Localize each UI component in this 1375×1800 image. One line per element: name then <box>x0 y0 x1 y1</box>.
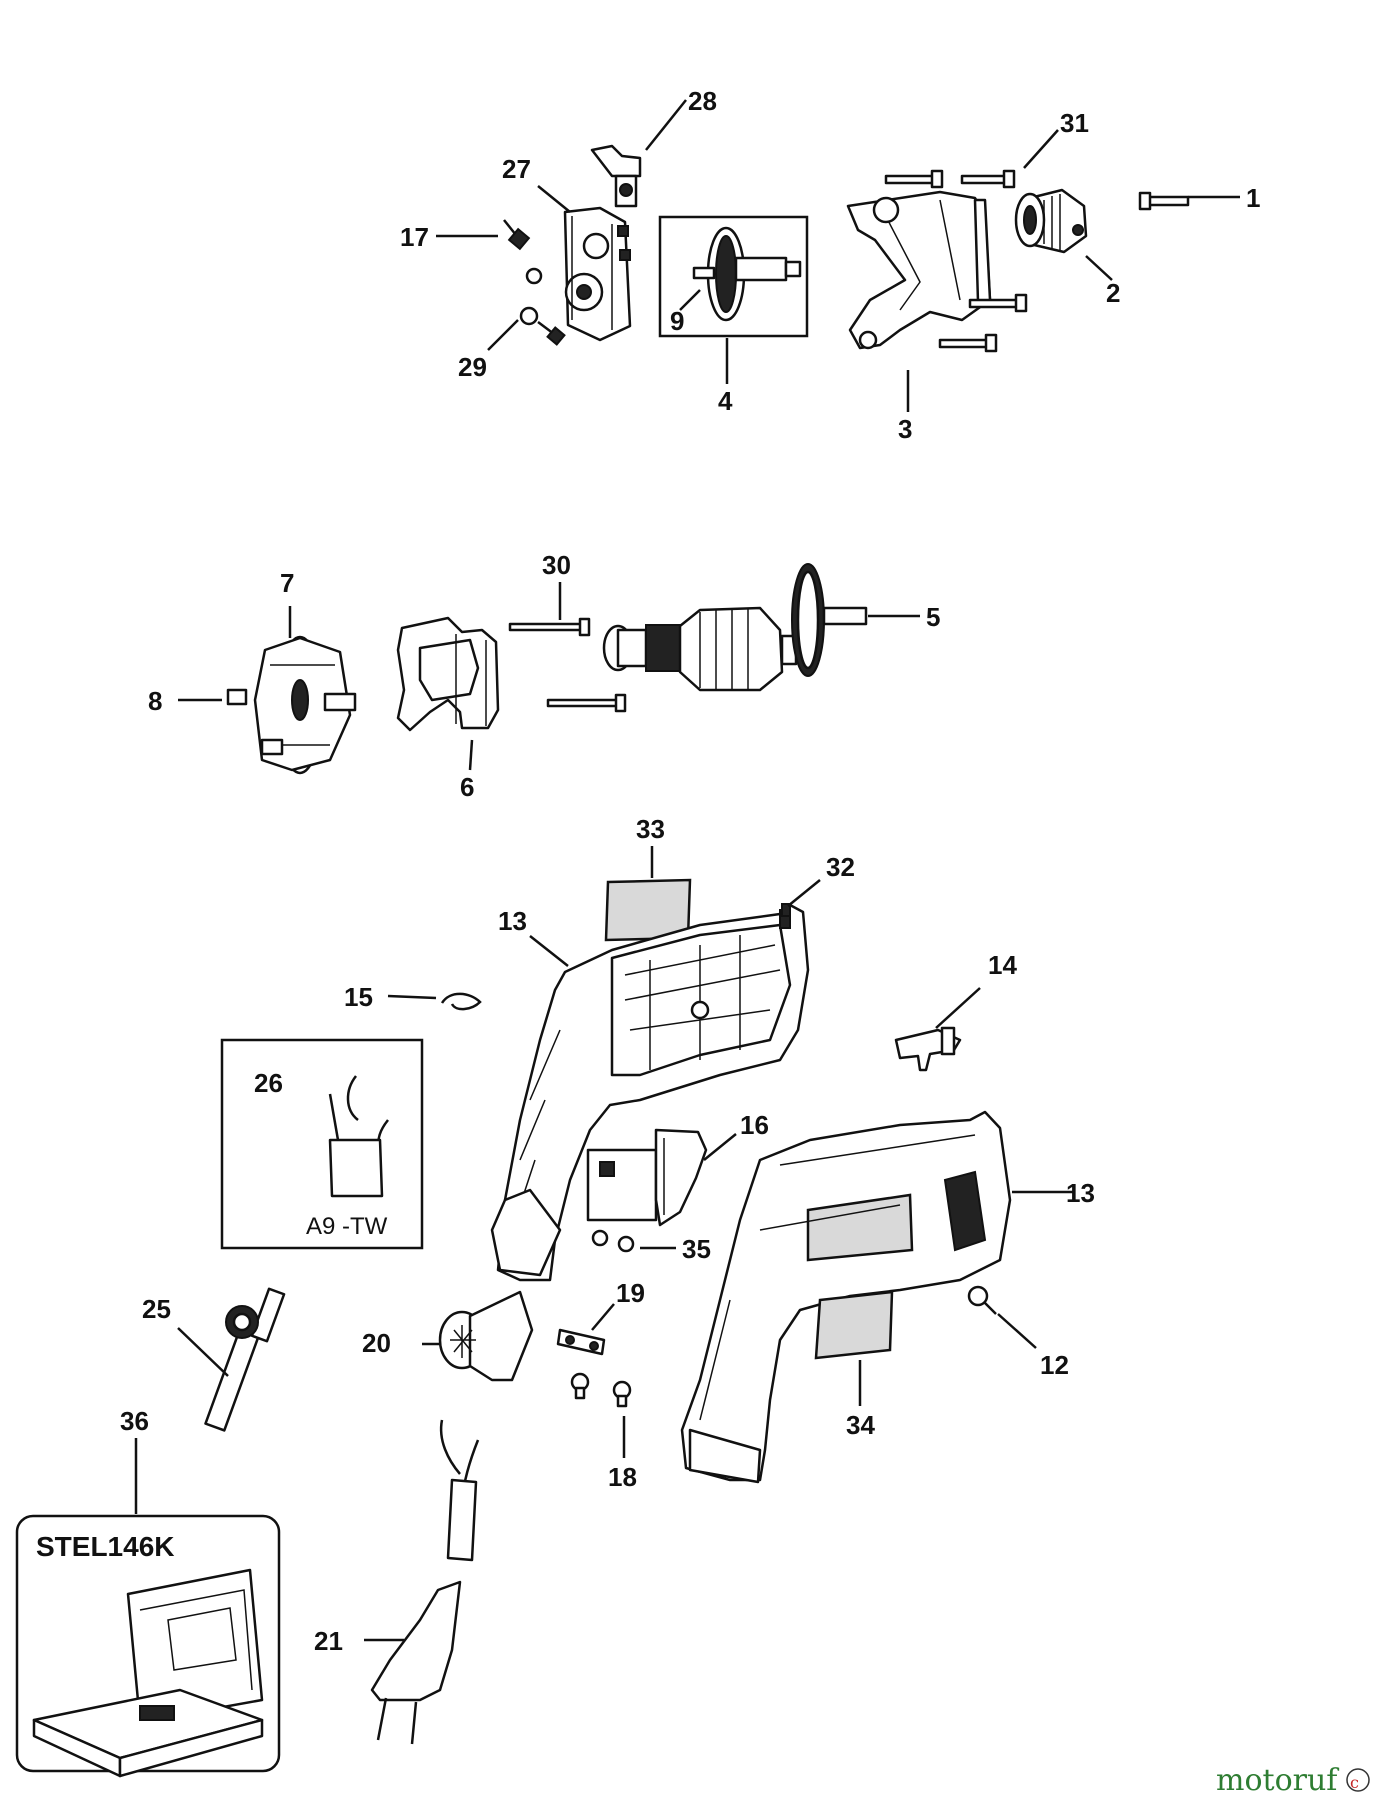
part-15-clip <box>440 992 482 1011</box>
part-9-gear-shaft <box>692 226 802 322</box>
part-20-cord-guard <box>438 1188 562 1382</box>
label-8: 8 <box>148 686 162 716</box>
label-4: 4 <box>718 386 733 416</box>
kit-case-box: STEL146K <box>15 1514 281 1778</box>
label-13a: 13 <box>498 906 527 936</box>
watermark-accent: c <box>1350 1773 1359 1792</box>
label-35: 35 <box>682 1234 711 1264</box>
part-25-chuck-key <box>204 1287 286 1432</box>
label-13b: 13 <box>1066 1178 1095 1208</box>
label-20: 20 <box>362 1328 391 1358</box>
brush-detail-box: A9 -TW <box>220 1038 424 1250</box>
leader-lines <box>134 99 1240 1642</box>
part-19-cord-clamp <box>556 1328 606 1356</box>
part-29-washer-screw <box>519 306 566 346</box>
label-27: 27 <box>502 154 531 184</box>
label-15: 15 <box>344 982 373 1012</box>
watermark-circle-icon <box>1346 1768 1370 1792</box>
label-5: 5 <box>926 602 940 632</box>
part-14-lever <box>894 1026 962 1072</box>
label-25: 25 <box>142 1294 171 1324</box>
part-21-power-cord <box>370 1419 480 1745</box>
label-9: 9 <box>670 306 684 336</box>
part-30-long-screws <box>508 617 627 713</box>
label-18: 18 <box>608 1462 637 1492</box>
label-1: 1 <box>1246 183 1260 213</box>
part-number-labels: 28 27 17 29 9 4 3 2 1 31 7 8 6 30 5 33 3… <box>120 86 1260 1656</box>
label-12: 12 <box>1040 1350 1069 1380</box>
label-17: 17 <box>400 222 429 252</box>
label-29: 29 <box>458 352 487 382</box>
label-26: 26 <box>254 1068 283 1098</box>
label-6: 6 <box>460 772 474 802</box>
part-27-gear-housing <box>563 206 632 342</box>
part-12-screw <box>967 1285 997 1315</box>
part-4-box <box>658 215 809 338</box>
label-28: 28 <box>688 86 717 116</box>
watermark-text: motoruf <box>1216 1763 1339 1798</box>
part-18-screws <box>570 1372 632 1408</box>
label-34: 34 <box>846 1410 875 1440</box>
housing-screws <box>884 169 1028 353</box>
label-3: 3 <box>898 414 912 444</box>
part-13-housing-left <box>496 903 810 1282</box>
label-32: 32 <box>826 852 855 882</box>
brush-code: A9 -TW <box>306 1213 388 1240</box>
label-14: 14 <box>988 950 1017 980</box>
label-30: 30 <box>542 550 571 580</box>
part-8-brush <box>226 688 284 756</box>
part-7-brush-plate <box>253 635 357 775</box>
carrying-case-icon <box>32 1568 264 1778</box>
part-34-label <box>814 1290 894 1360</box>
part-1-screw <box>1138 191 1190 211</box>
part-2-chuck <box>1014 188 1088 254</box>
part-3-front-housing <box>846 190 992 350</box>
part-35-screws <box>591 1229 635 1253</box>
label-21: 21 <box>314 1626 343 1656</box>
part-17-screw <box>503 219 531 251</box>
label-16: 16 <box>740 1110 769 1140</box>
label-33: 33 <box>636 814 665 844</box>
label-31: 31 <box>1060 108 1089 138</box>
label-2: 2 <box>1106 278 1120 308</box>
part-28-selector-knob <box>590 144 642 208</box>
watermark: motoruf c <box>1216 1763 1370 1798</box>
label-36: 36 <box>120 1406 149 1436</box>
part-5-armature <box>602 563 868 692</box>
part-32-tab <box>781 903 791 917</box>
washer <box>525 267 543 285</box>
label-19: 19 <box>616 1278 645 1308</box>
kit-title: STEL146K <box>36 1531 175 1562</box>
part-16-trigger-switch <box>586 1128 708 1227</box>
part-6-stator <box>396 616 500 732</box>
label-7: 7 <box>280 568 294 598</box>
